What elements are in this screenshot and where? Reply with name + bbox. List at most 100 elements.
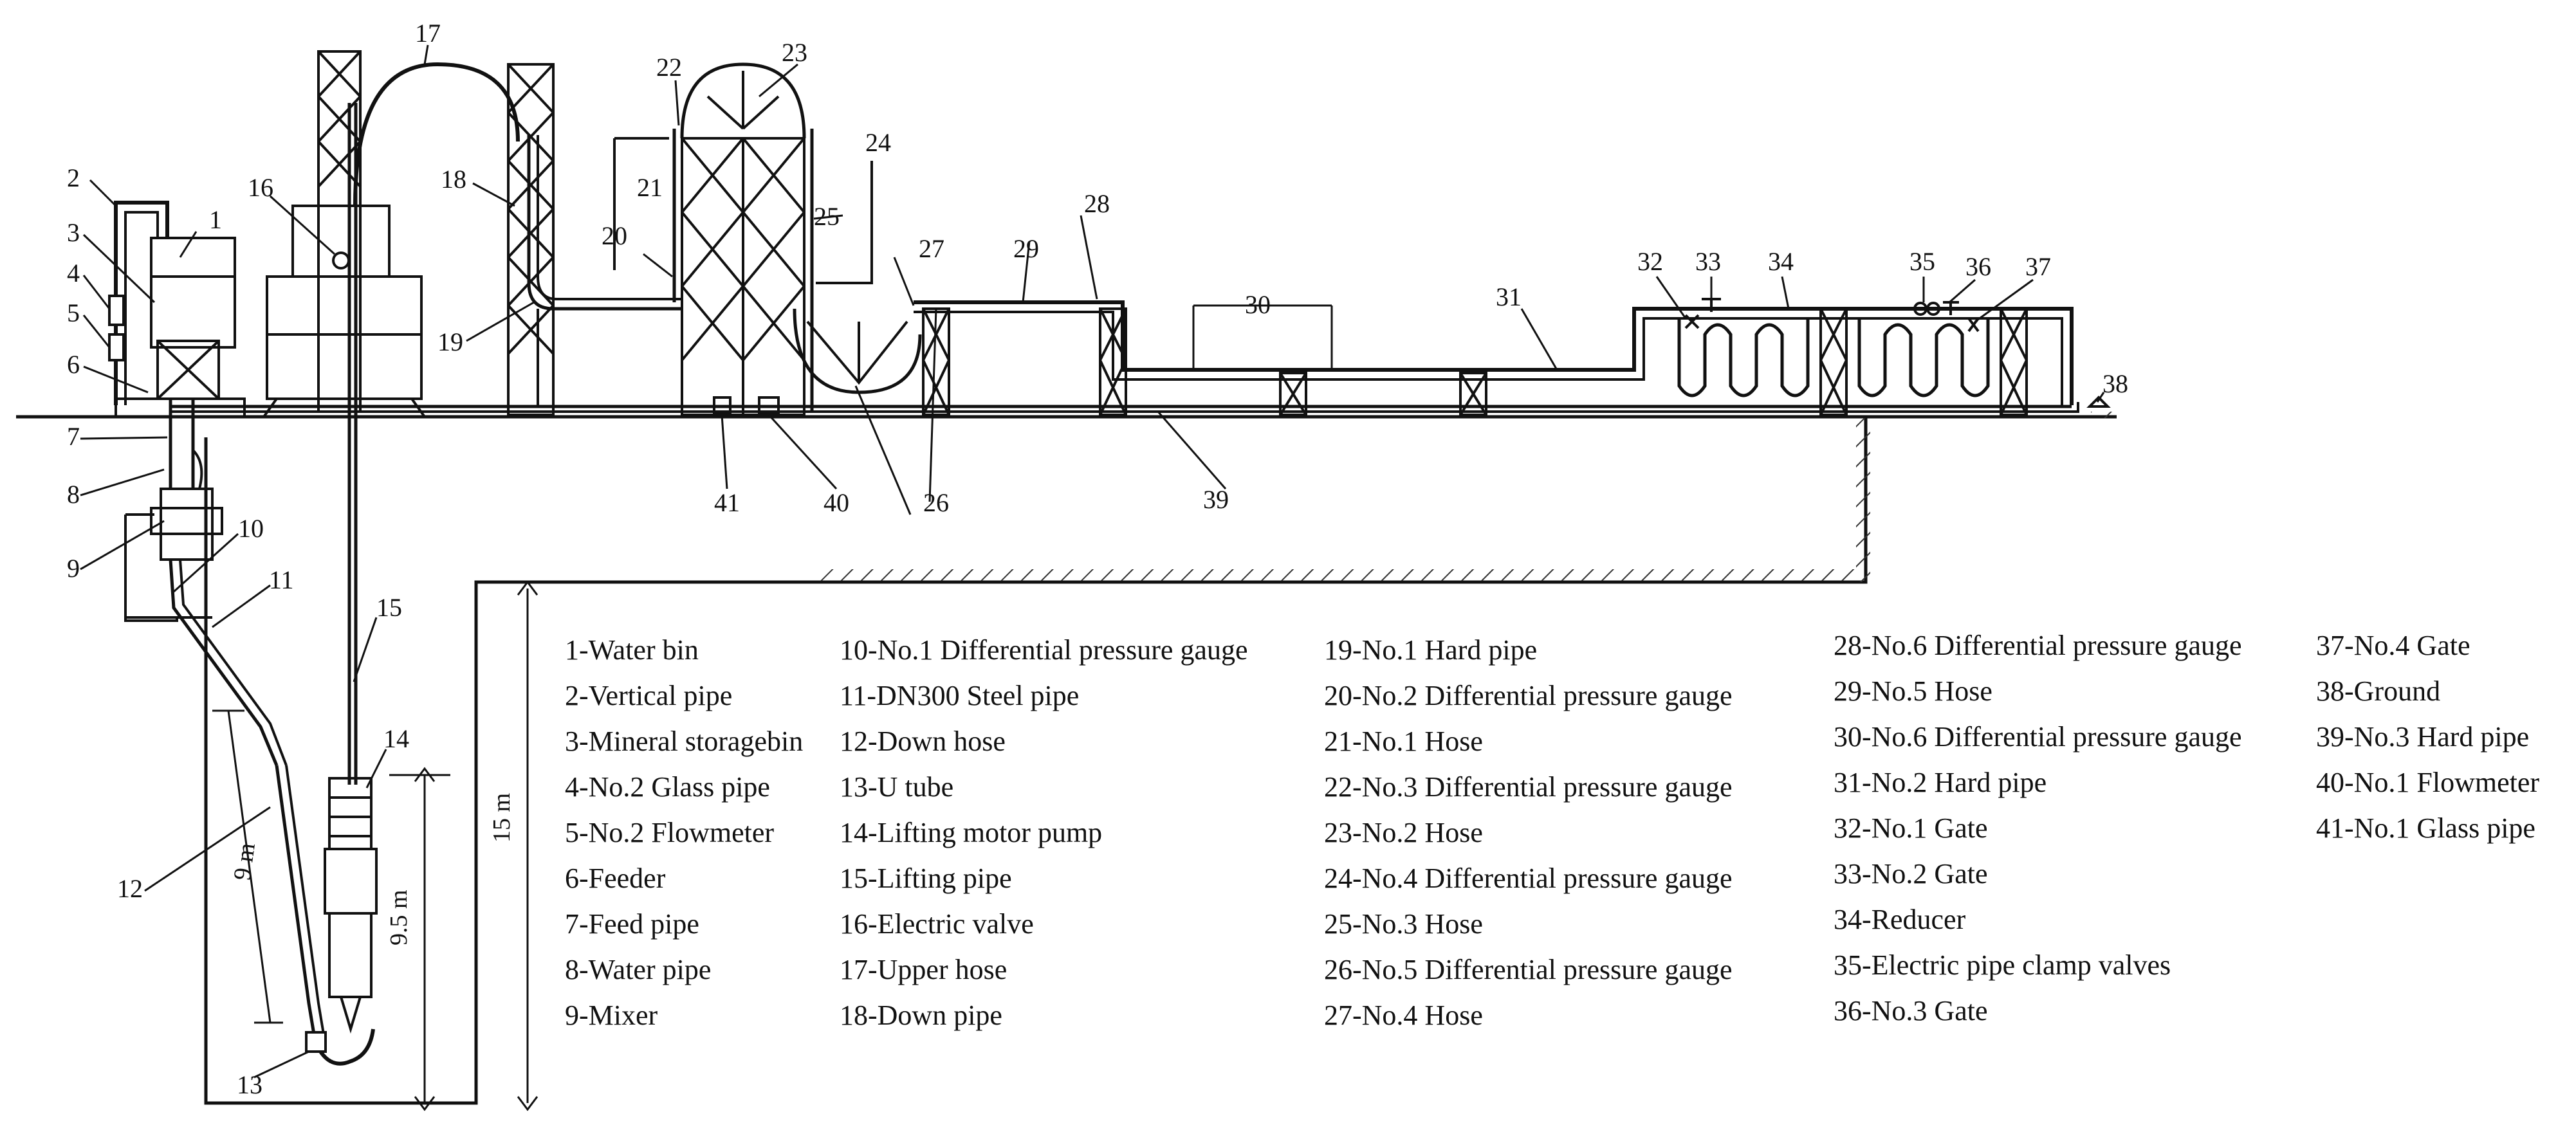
callout-27: 27 [919,234,944,263]
callout-28: 28 [1084,189,1110,218]
callout-8: 8 [67,480,80,509]
callout-24: 24 [865,128,891,157]
upper-hose [353,62,520,206]
legend-column-1: 1-Water bin 2-Vertical pipe 3-Mineral st… [565,627,803,1038]
legend-column-4: 28-No.6 Differential pressure gauge 29-N… [1834,623,2242,1034]
callout-41: 41 [714,488,740,517]
hoist-frame [262,205,426,418]
legend-item: 3-Mineral storagebin [565,726,804,757]
callout-36: 36 [1965,252,1991,281]
flowmeter-2 [108,333,125,361]
legend-item: 40-No.1 Flowmeter [2316,767,2540,798]
legend-item: 22-No.3 Differential pressure gauge [1324,771,1733,803]
legend-item: 20-No.2 Differential pressure gauge [1324,680,1733,711]
legend-item: 31-No.2 Hard pipe [1834,767,2047,798]
legend-item: 24-No.4 Differential pressure gauge [1324,863,1733,894]
dim-15m: 15 m [488,793,515,843]
callout-20: 20 [602,221,627,250]
callout-15: 15 [376,593,402,622]
serpentine-coil-1 [1677,318,1810,397]
callout-29: 29 [1013,234,1039,263]
legend-item: 21-No.1 Hose [1324,726,1483,757]
gauge-2-leader [613,137,669,270]
down-hose [275,765,317,1043]
callout-39: 39 [1203,485,1229,514]
callout-34: 34 [1768,247,1794,276]
callout-35: 35 [1909,247,1935,276]
legend-column-5: 37-No.4 Gate 38-Ground 39-No.3 Hard pipe… [2316,623,2539,851]
legend-item: 19-No.1 Hard pipe [1324,634,1538,666]
legend-item: 12-Down hose [840,726,1006,757]
callout-11: 11 [269,565,294,594]
main-test-tower [681,137,805,416]
mixer-frame [124,513,212,619]
legend-item: 26-No.5 Differential pressure gauge [1324,954,1733,985]
gate-1 [1684,314,1700,329]
lifting-pipe [347,103,358,785]
legend-item: 35-Electric pipe clamp valves [1834,949,2171,981]
legend-item: 29-No.5 Hose [1834,675,1992,707]
legend-item: 13-U tube [840,771,954,803]
legend-item: 15-Lifting pipe [840,863,1012,894]
callout-19: 19 [437,327,463,356]
legend-item: 25-No.3 Hose [1324,908,1483,940]
legend-item: 27-No.4 Hose [1324,1000,1483,1031]
legend-item: 38-Ground [2316,675,2441,707]
callout-4: 4 [67,259,80,288]
hose-5 [914,300,2074,405]
callout-9: 9 [67,554,80,583]
legend-item: 32-No.1 Gate [1834,812,1988,844]
legend-item: 23-No.2 Hose [1324,817,1483,848]
callout-32: 32 [1637,247,1663,276]
dim-9-5m: 9.5 m [385,890,412,945]
serpentine-coil-2 [1857,318,1990,397]
callout-16: 16 [248,173,273,202]
legend-item: 36-No.3 Gate [1834,995,1988,1027]
legend-item: 41-No.1 Glass pipe [2316,812,2535,844]
u-tube [313,1028,375,1066]
support-frame-5 [1819,307,1848,416]
electric-pipe-clamp-valve-b [1926,302,1940,316]
callout-6: 6 [67,350,80,379]
callout-23: 23 [782,38,807,67]
water-pipe [192,449,203,489]
legend-item: 10-No.1 Differential pressure gauge [840,634,1248,666]
callout-30: 30 [1245,290,1271,319]
callout-37: 37 [2025,252,2051,281]
callout-14: 14 [383,724,409,753]
callout-5: 5 [67,298,80,327]
ground-symbol [2086,396,2111,408]
glass-pipe-2 [108,295,125,326]
callout-10: 10 [238,514,264,543]
legend-item: 17-Upper hose [840,954,1007,985]
callout-26: 26 [923,488,949,517]
dn300-steel-pipe [169,559,279,766]
arch-spokes [706,71,780,130]
callout-2: 2 [67,163,80,192]
callout-18: 18 [441,165,466,194]
legend-item: 16-Electric valve [840,908,1034,940]
lattice-tower-left [317,50,362,413]
legend-item: 39-No.3 Hard pipe [2316,721,2530,753]
down-pipe-tower [507,63,555,416]
legend-item: 18-Down pipe [840,1000,1002,1031]
mineral-storage-bin [156,340,220,400]
tower-arch [680,62,806,139]
legend-item: 6-Feeder [565,863,666,894]
down-pipe [527,135,682,311]
legend-item: 34-Reducer [1834,904,1966,935]
legend-item: 28-No.6 Differential pressure gauge [1834,630,2242,661]
callout-17: 17 [415,19,441,48]
callout-7: 7 [67,422,80,451]
gate-3 [1943,301,1959,315]
legend-item: 14-Lifting motor pump [840,817,1103,848]
legend-item: 9-Mixer [565,1000,658,1031]
legend-item: 8-Water pipe [565,954,712,985]
dim-9m: 9 m [228,841,261,882]
callout-12: 12 [117,874,143,903]
legend-item: 4-No.2 Glass pipe [565,771,770,803]
legend-item: 5-No.2 Flowmeter [565,817,775,848]
feed-pipe [169,399,195,489]
legend-item: 37-No.4 Gate [2316,630,2470,661]
